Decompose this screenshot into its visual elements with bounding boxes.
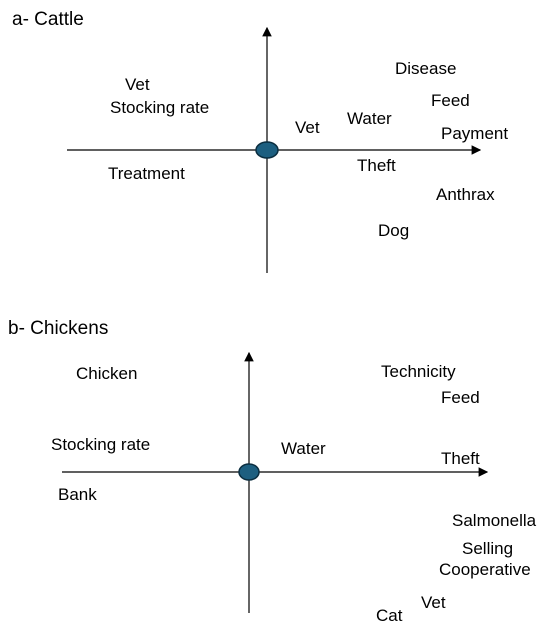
chickens-label-technicity: Technicity <box>381 362 456 381</box>
chickens-label-salmonella: Salmonella <box>452 511 537 530</box>
cattle-label-vet-right: Vet <box>295 118 320 137</box>
cattle-label-payment: Payment <box>441 124 509 143</box>
chickens-label-feed: Feed <box>441 388 480 407</box>
chickens-label-bank: Bank <box>58 485 97 504</box>
chickens-label-selling: Selling <box>462 539 514 558</box>
cattle-label-dog: Dog <box>378 221 410 240</box>
chickens-label-vet: Vet <box>421 593 446 612</box>
cattle-label-disease: Disease <box>395 59 457 78</box>
cattle-origin-marker <box>255 141 279 159</box>
cattle-label-vet-left: Vet <box>125 75 150 94</box>
chickens-label-theft: Theft <box>441 449 480 468</box>
chickens-label-cat: Cat <box>376 606 403 625</box>
cattle-label-theft: Theft <box>357 156 396 175</box>
chickens-label-water: Water <box>281 439 326 458</box>
cattle-label-water: Water <box>347 109 392 128</box>
chickens-label-chicken: Chicken <box>76 364 138 383</box>
cattle-label-treatment: Treatment <box>108 164 185 183</box>
chickens-panel-title: b- Chickens <box>8 318 109 339</box>
chickens-label-stocking-rate: Stocking rate <box>51 435 151 454</box>
cattle-label-feed: Feed <box>431 91 470 110</box>
cattle-panel-title: a- Cattle <box>12 9 84 30</box>
cattle-label-anthrax: Anthrax <box>436 185 495 204</box>
cattle-label-stocking-rate: Stocking rate <box>110 98 210 117</box>
chickens-origin-marker <box>238 463 260 481</box>
chickens-label-cooperative: Cooperative <box>439 560 531 579</box>
